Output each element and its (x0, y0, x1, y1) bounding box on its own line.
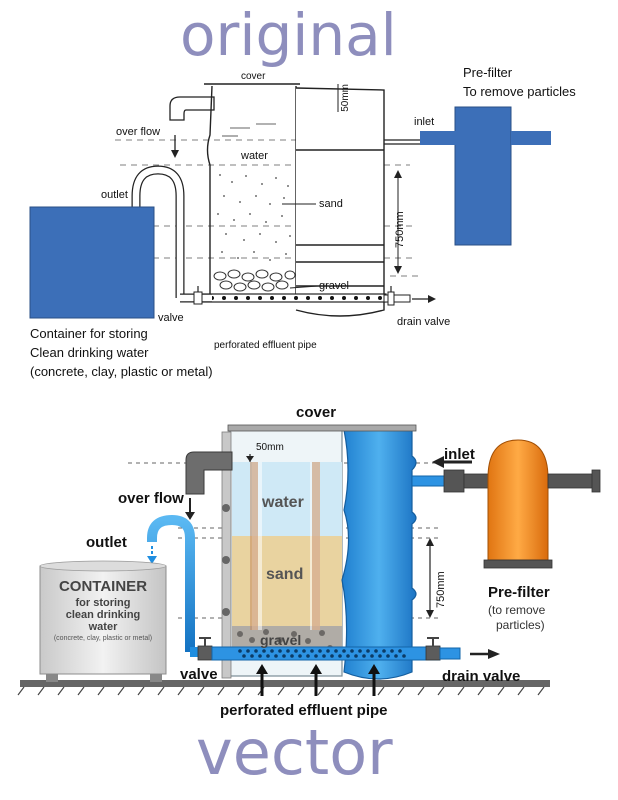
heading-vector: vector (196, 716, 393, 789)
original-prefilter-line2: To remove particles (463, 84, 576, 99)
vector-container-title: CONTAINER (58, 578, 148, 595)
vector-water-label: water (262, 494, 304, 511)
original-container-line3: (concrete, clay, plastic or metal) (30, 364, 213, 379)
vector-perforated-label: perforated effluent pipe (220, 702, 388, 719)
vector-storage-container (39, 560, 167, 682)
original-cover-label: cover (241, 71, 266, 82)
vector-prefilter-sub2: particles) (496, 618, 545, 632)
original-750mm-label: 750mm (394, 211, 406, 248)
original-overflow-label: over flow (116, 126, 161, 138)
vector-prefilter (487, 439, 549, 561)
original-prefilter-line1: Pre-filter (463, 65, 513, 80)
original-water-label: water (241, 150, 268, 162)
original-drain-valve-label: drain valve (397, 316, 451, 328)
original-sand-label: sand (319, 198, 343, 210)
vector-50mm-label: 50mm (256, 442, 284, 453)
vector-perforated-pipe (211, 646, 441, 661)
vector-prefilter-title: Pre-filter (488, 584, 550, 601)
vector-drain-valve-label: drain valve (442, 668, 521, 685)
vector-sand-label: sand (266, 566, 304, 583)
vector-cover-label: cover (296, 404, 337, 421)
vector-750mm-label: 750mm (435, 571, 447, 608)
original-outlet-label: outlet (101, 189, 128, 201)
original-diagram: 50mm 750mm (29, 83, 551, 319)
vector-diagram: 750mm (17, 424, 601, 696)
original-tank (204, 83, 385, 317)
vector-container-sub2: clean drinking (65, 609, 141, 621)
original-overflow-pipe (169, 96, 215, 121)
heading-original: original (180, 1, 397, 69)
original-gravel-label: gravel (319, 280, 349, 292)
vector-ground (20, 680, 550, 687)
vector-container-sub4: (concrete, clay, plastic or metal) (53, 635, 153, 642)
vector-outlet-label: outlet (86, 534, 127, 551)
original-sand-texture (217, 174, 291, 261)
original-container-line2: Clean drinking water (30, 345, 149, 360)
original-storage-container (29, 206, 155, 319)
vector-inlet-label: inlet (444, 446, 475, 463)
original-gravel (213, 269, 296, 292)
original-valve-label: valve (158, 312, 184, 324)
vector-container-sub1: for storing (75, 597, 131, 609)
original-50mm-label: 50mm (340, 84, 351, 112)
original-inlet-label: inlet (414, 116, 435, 128)
vector-container-sub3: water (88, 621, 118, 633)
vector-overflow-label: over flow (118, 490, 184, 507)
vector-gravel-label: gravel (260, 632, 302, 648)
vector-valve-label: valve (180, 666, 218, 683)
original-container-line1: Container for storing (30, 326, 148, 341)
original-perforated-label: perforated effluent pipe (214, 340, 317, 351)
vector-prefilter-sub1: (to remove (488, 603, 546, 617)
vector-tank (221, 424, 417, 680)
original-prefilter-box (454, 106, 512, 246)
vector-container-text: CONTAINER for storing clean drinking wat… (40, 578, 166, 642)
